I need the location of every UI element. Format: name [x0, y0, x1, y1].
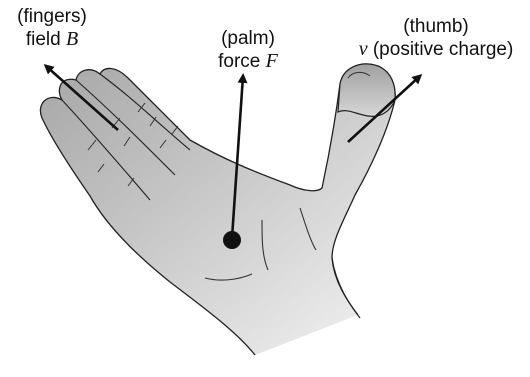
fingers-part-text: (fingers) [2, 6, 102, 28]
force-word: force [218, 51, 260, 72]
positive-charge-word: (positive charge) [373, 39, 513, 60]
thumb-part-text: (thumb) [336, 16, 530, 38]
palm-label: (palm) force F [198, 28, 298, 73]
thumb-shape [338, 64, 395, 116]
velocity-text: v (positive charge) [336, 38, 530, 61]
v-symbol: v [359, 38, 368, 60]
force-F-text: force F [198, 50, 298, 73]
B-symbol: B [66, 28, 78, 50]
charge-dot [223, 231, 241, 249]
thumb-label: (thumb) v (positive charge) [336, 16, 530, 61]
palm-part-text: (palm) [198, 28, 298, 50]
field-word: field [26, 29, 61, 50]
fingers-label: (fingers) field B [2, 6, 102, 51]
field-B-text: field B [2, 28, 102, 51]
F-symbol: F [266, 50, 278, 72]
